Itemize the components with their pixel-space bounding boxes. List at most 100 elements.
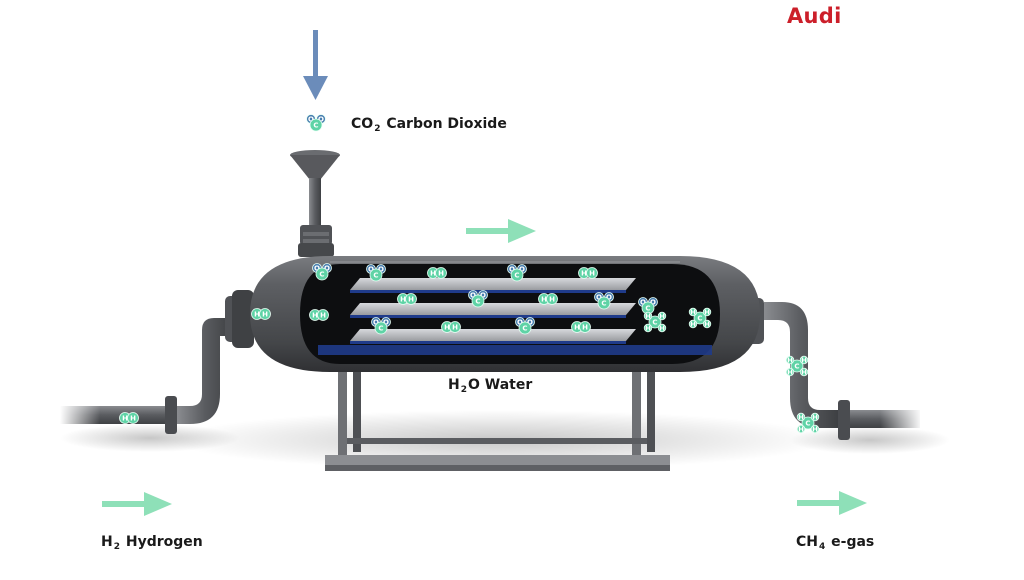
atom-letter: C bbox=[313, 122, 318, 130]
atom bbox=[810, 424, 820, 434]
atom-letter: C bbox=[601, 300, 606, 308]
h2o-label: H2O Water bbox=[448, 377, 532, 395]
atom-letter: C bbox=[805, 420, 810, 428]
atom-letter: H bbox=[549, 296, 555, 304]
atom-letter: H bbox=[787, 369, 793, 377]
atom-letter: O bbox=[373, 319, 379, 327]
atom bbox=[369, 268, 383, 282]
atom-letter: C bbox=[378, 325, 383, 333]
atom-letter: O bbox=[517, 319, 523, 327]
atom-letter: O bbox=[509, 266, 515, 274]
atom-letter: O bbox=[470, 292, 476, 300]
atom-letter: C bbox=[475, 298, 480, 306]
atom bbox=[799, 367, 809, 377]
ch4-subscript: 4 bbox=[819, 542, 826, 552]
atom bbox=[597, 296, 611, 310]
atom-letter: C bbox=[697, 315, 702, 323]
atom-letter: O bbox=[318, 116, 324, 124]
atom bbox=[785, 367, 795, 377]
atom-letter: H bbox=[812, 426, 818, 434]
atom-letter: O bbox=[314, 265, 320, 273]
atom bbox=[688, 319, 698, 329]
atom bbox=[518, 321, 532, 335]
atom bbox=[648, 315, 662, 329]
atom-letter: H bbox=[704, 309, 710, 317]
atom-letter: H bbox=[801, 369, 807, 377]
atom-letter: H bbox=[690, 309, 696, 317]
ch4-formula: CH bbox=[796, 534, 818, 550]
atom-letter: H bbox=[444, 324, 450, 332]
atom bbox=[315, 267, 329, 281]
atom-letter: O bbox=[527, 319, 533, 327]
atom-letter: H bbox=[801, 357, 807, 365]
atom-letter: H bbox=[320, 312, 326, 320]
atom-letter: C bbox=[514, 272, 519, 280]
atom bbox=[702, 307, 712, 317]
atom-letter: H bbox=[130, 415, 136, 423]
atom bbox=[796, 412, 806, 422]
atom-letter: H bbox=[812, 414, 818, 422]
atom-letter: O bbox=[596, 294, 602, 302]
atom-letter: H bbox=[400, 296, 406, 304]
h2o-formula: H bbox=[448, 377, 460, 393]
h2-formula: H bbox=[101, 534, 113, 550]
atom bbox=[471, 294, 485, 308]
atom bbox=[405, 293, 417, 305]
reactor-tank bbox=[250, 256, 760, 372]
co2-name: Carbon Dioxide bbox=[386, 116, 507, 132]
atom-letter: H bbox=[122, 415, 128, 423]
atom bbox=[643, 311, 653, 321]
atom bbox=[801, 416, 815, 430]
atom bbox=[546, 293, 558, 305]
atom bbox=[435, 267, 447, 279]
floor-shadow-left bbox=[60, 424, 240, 452]
atom-letter: O bbox=[519, 266, 525, 274]
atom-letter: O bbox=[640, 299, 646, 307]
h2o-rest: O bbox=[467, 377, 480, 393]
atom-letter: H bbox=[787, 357, 793, 365]
flow-arrow-hydrogen bbox=[102, 492, 172, 516]
atom-letter: H bbox=[438, 270, 444, 278]
ch4-label: CH4 e-gas bbox=[796, 534, 874, 552]
atom-letter: H bbox=[408, 296, 414, 304]
atom bbox=[449, 321, 461, 333]
atom-letter: H bbox=[581, 270, 587, 278]
atom bbox=[510, 268, 524, 282]
atom bbox=[374, 321, 388, 335]
atom-letter: H bbox=[430, 270, 436, 278]
atom-letter: H bbox=[452, 324, 458, 332]
h2o-name: Water bbox=[484, 377, 533, 393]
atom bbox=[579, 321, 591, 333]
atom bbox=[799, 355, 809, 365]
ch4-name: e-gas bbox=[831, 534, 875, 550]
atom-letter: H bbox=[645, 313, 651, 321]
atom-letter: O bbox=[383, 319, 389, 327]
atom bbox=[796, 424, 806, 434]
atom-letter: C bbox=[794, 363, 799, 371]
atom-letter: O bbox=[606, 294, 612, 302]
atom-letter: H bbox=[262, 311, 268, 319]
atom-letter: O bbox=[308, 116, 314, 124]
atom-letter: H bbox=[645, 325, 651, 333]
atom bbox=[688, 307, 698, 317]
atom-letter: O bbox=[650, 299, 656, 307]
brand-logo: Audi bbox=[787, 4, 842, 28]
atom bbox=[702, 319, 712, 329]
atom bbox=[657, 311, 667, 321]
atom bbox=[643, 323, 653, 333]
atom-letter: C bbox=[319, 271, 324, 279]
atom-letter: O bbox=[378, 266, 384, 274]
co2-label: CO2 Carbon Dioxide bbox=[351, 116, 507, 134]
atom-letter: H bbox=[589, 270, 595, 278]
atom-letter: H bbox=[659, 325, 665, 333]
co2-funnel bbox=[290, 150, 340, 257]
h2-label: H2 Hydrogen bbox=[101, 534, 203, 552]
atom bbox=[810, 412, 820, 422]
atom bbox=[790, 359, 804, 373]
flow-arrow-egas bbox=[797, 491, 867, 515]
co2-formula: CO bbox=[351, 116, 374, 132]
water-layer bbox=[318, 345, 712, 355]
